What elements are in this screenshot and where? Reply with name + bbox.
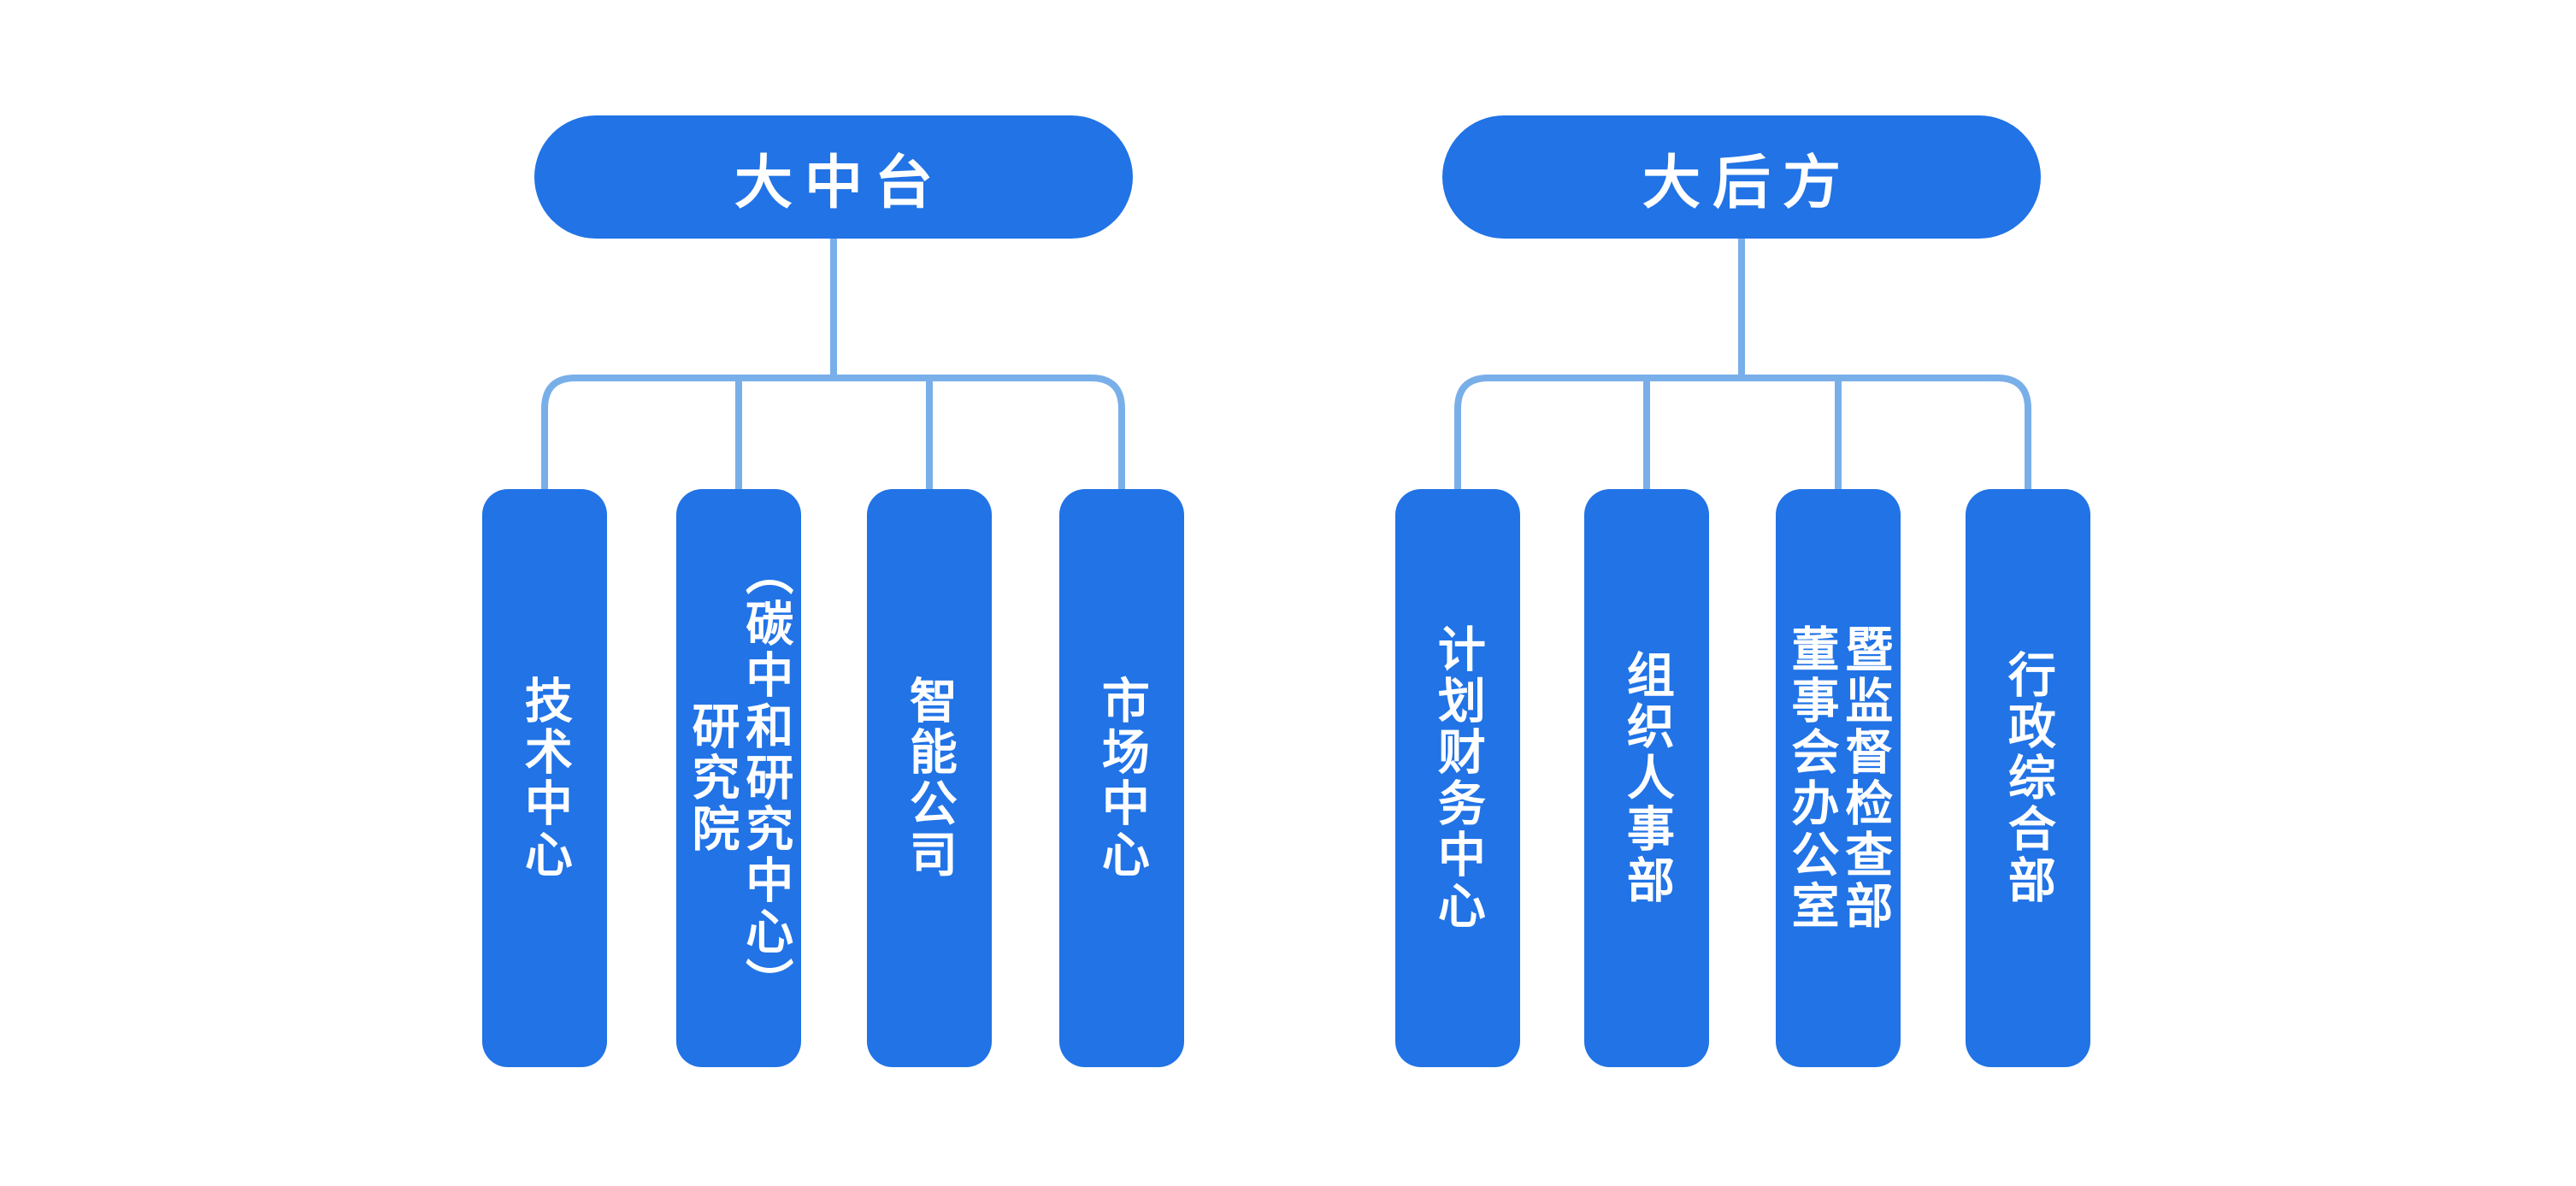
child-node-label: 技术中心 [518,676,573,881]
tree1-connector-path [541,239,1125,489]
root-node-label: 大中台 [734,150,945,215]
root-node-middle-platform[interactable]: 大中台 [534,115,1133,239]
tree2-connector-path [1454,239,2031,489]
child-node-research-institute[interactable]: 研究院 （碳中和研究中心） [676,489,801,1067]
child-node-board-office-supervision-dept[interactable]: 董事会办公室 暨监督检查部 [1776,489,1901,1067]
child-node-label: 组织人事部 [1620,650,1675,906]
root-node-rear-support[interactable]: 大后方 [1442,115,2041,239]
child-node-label: 研究院 （碳中和研究中心） [686,547,793,1009]
child-node-label: 行政综合部 [2001,650,2056,906]
child-node-admin-general-dept[interactable]: 行政综合部 [1966,489,2090,1067]
child-node-market-center[interactable]: 市场中心 [1059,489,1184,1067]
child-node-planning-finance-center[interactable]: 计划财务中心 [1395,489,1520,1067]
child-node-label: 计划财务中心 [1431,624,1486,932]
child-node-org-hr-dept[interactable]: 组织人事部 [1584,489,1709,1067]
child-node-tech-center[interactable]: 技术中心 [482,489,607,1067]
root-node-label: 大后方 [1642,150,1853,215]
child-node-label: 智能公司 [903,676,958,881]
child-node-smart-company[interactable]: 智能公司 [867,489,992,1067]
child-node-label: 市场中心 [1095,676,1150,881]
child-node-label: 董事会办公室 暨监督检查部 [1785,624,1893,932]
